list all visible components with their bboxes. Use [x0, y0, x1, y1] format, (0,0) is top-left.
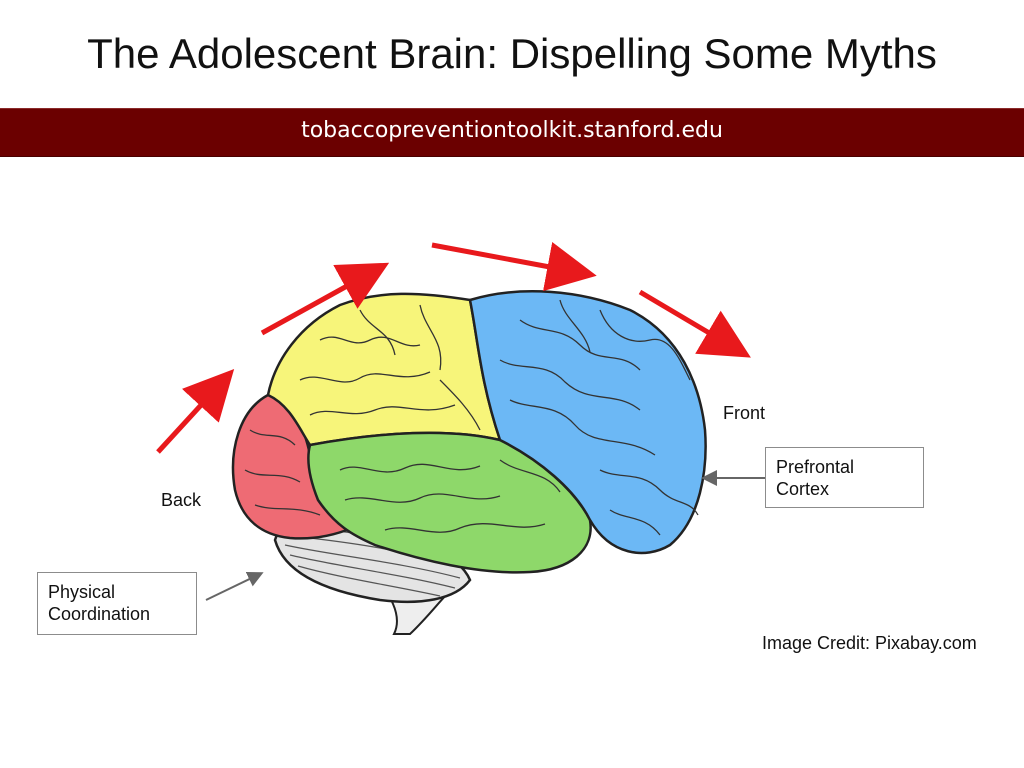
arrow-2 — [260, 262, 390, 336]
physical-pointer — [205, 571, 264, 601]
prefrontal-callout: Prefrontal Cortex — [765, 447, 924, 508]
arrow-3 — [431, 242, 597, 292]
brain-gyri — [244, 299, 699, 536]
frontal-lobe — [468, 290, 707, 555]
physical-coordination-callout: Physical Coordination — [37, 572, 197, 635]
slide-title: The Adolescent Brain: Dispelling Some My… — [87, 30, 937, 77]
physical-line-1: Physical — [48, 582, 116, 602]
banner-url[interactable]: tobaccopreventiontoolkit.stanford.edu — [301, 118, 723, 143]
prefrontal-line-1: Prefrontal — [776, 457, 855, 477]
prefrontal-line-2: Cortex — [776, 479, 830, 499]
image-credit: Image Credit: Pixabay.com — [762, 633, 977, 653]
parietal-lobe — [266, 292, 502, 447]
front-label: Front — [723, 403, 766, 423]
arrow-4 — [638, 289, 751, 358]
development-arrows — [156, 242, 751, 454]
url-banner: tobaccopreventiontoolkit.stanford.edu — [0, 108, 1024, 157]
temporal-lobe — [307, 431, 592, 574]
arrow-1 — [156, 368, 235, 454]
back-label: Back — [161, 490, 202, 510]
physical-line-2: Coordination — [48, 604, 151, 624]
